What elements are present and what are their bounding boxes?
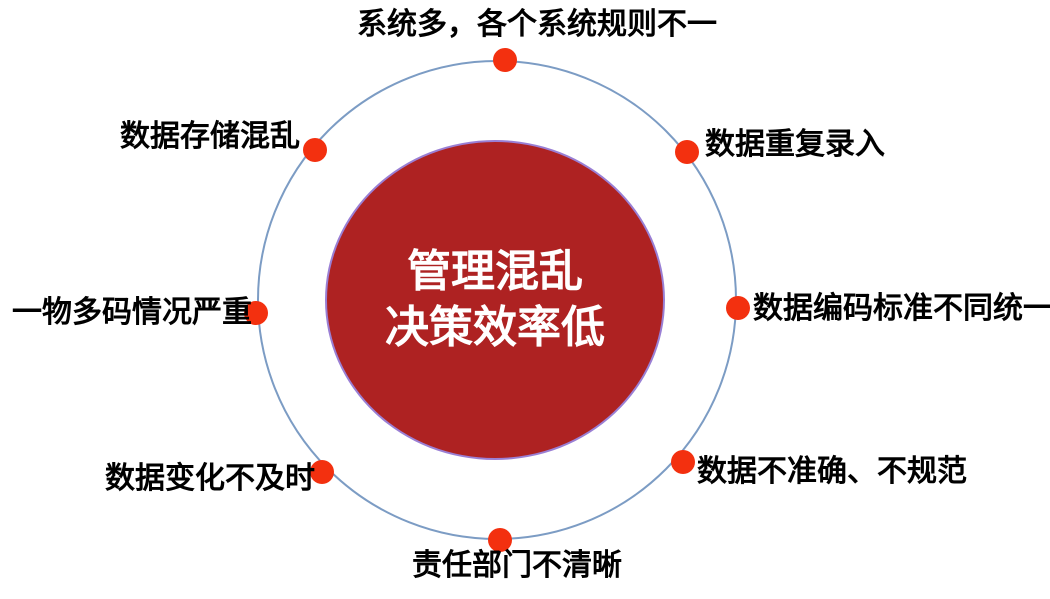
node-dot-left xyxy=(244,301,268,325)
node-dot-top-left xyxy=(303,138,327,162)
node-dot-top-right xyxy=(675,140,699,164)
node-dot-bottom-left xyxy=(310,460,334,484)
node-label-right: 数据编码标准不同统一 xyxy=(753,292,1050,325)
node-label-bottom-right: 数据不准确、不规范 xyxy=(697,455,967,488)
node-label-left: 一物多码情况严重 xyxy=(12,296,252,329)
node-dot-bottom-right xyxy=(671,450,695,474)
node-dot-bottom xyxy=(488,528,512,552)
node-label-bottom-left: 数据变化不及时 xyxy=(105,462,315,495)
node-label-top: 系统多，各个系统规则不一 xyxy=(357,8,717,41)
node-label-top-left: 数据存储混乱 xyxy=(120,120,300,153)
center-circle-line1: 管理混乱 xyxy=(407,247,583,296)
node-label-bottom: 责任部门不清晰 xyxy=(412,549,622,582)
node-dot-top xyxy=(493,48,517,72)
node-dot-right xyxy=(726,296,750,320)
center-circle: 管理混乱 决策效率低 xyxy=(325,140,665,460)
center-circle-line2: 决策效率低 xyxy=(385,303,605,352)
node-label-top-right: 数据重复录入 xyxy=(705,128,885,161)
